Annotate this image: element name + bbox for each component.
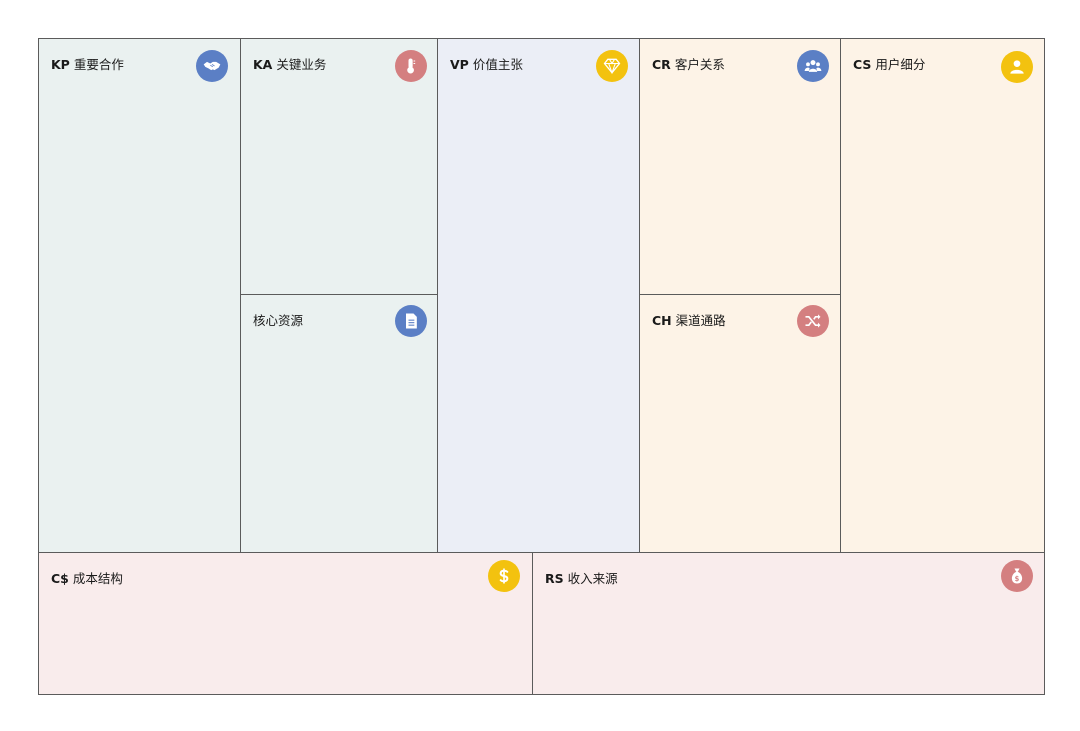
dollar-icon bbox=[488, 560, 520, 592]
handshake-icon bbox=[196, 50, 228, 82]
key-resources-block[interactable]: 核心资源 bbox=[240, 294, 438, 553]
key-resources-title: 核心资源 bbox=[253, 313, 304, 328]
cost-structure-title: C$成本结构 bbox=[51, 571, 123, 586]
cost-structure-block[interactable]: C$成本结构 bbox=[38, 552, 533, 695]
document-icon bbox=[395, 305, 427, 337]
diamond-icon bbox=[596, 50, 628, 82]
shuffle-icon bbox=[797, 305, 829, 337]
thermometer-icon bbox=[395, 50, 427, 82]
user-icon bbox=[1001, 51, 1033, 83]
money-bag-icon: $ bbox=[1001, 560, 1033, 592]
svg-text:$: $ bbox=[1015, 575, 1020, 583]
group-icon bbox=[797, 50, 829, 82]
